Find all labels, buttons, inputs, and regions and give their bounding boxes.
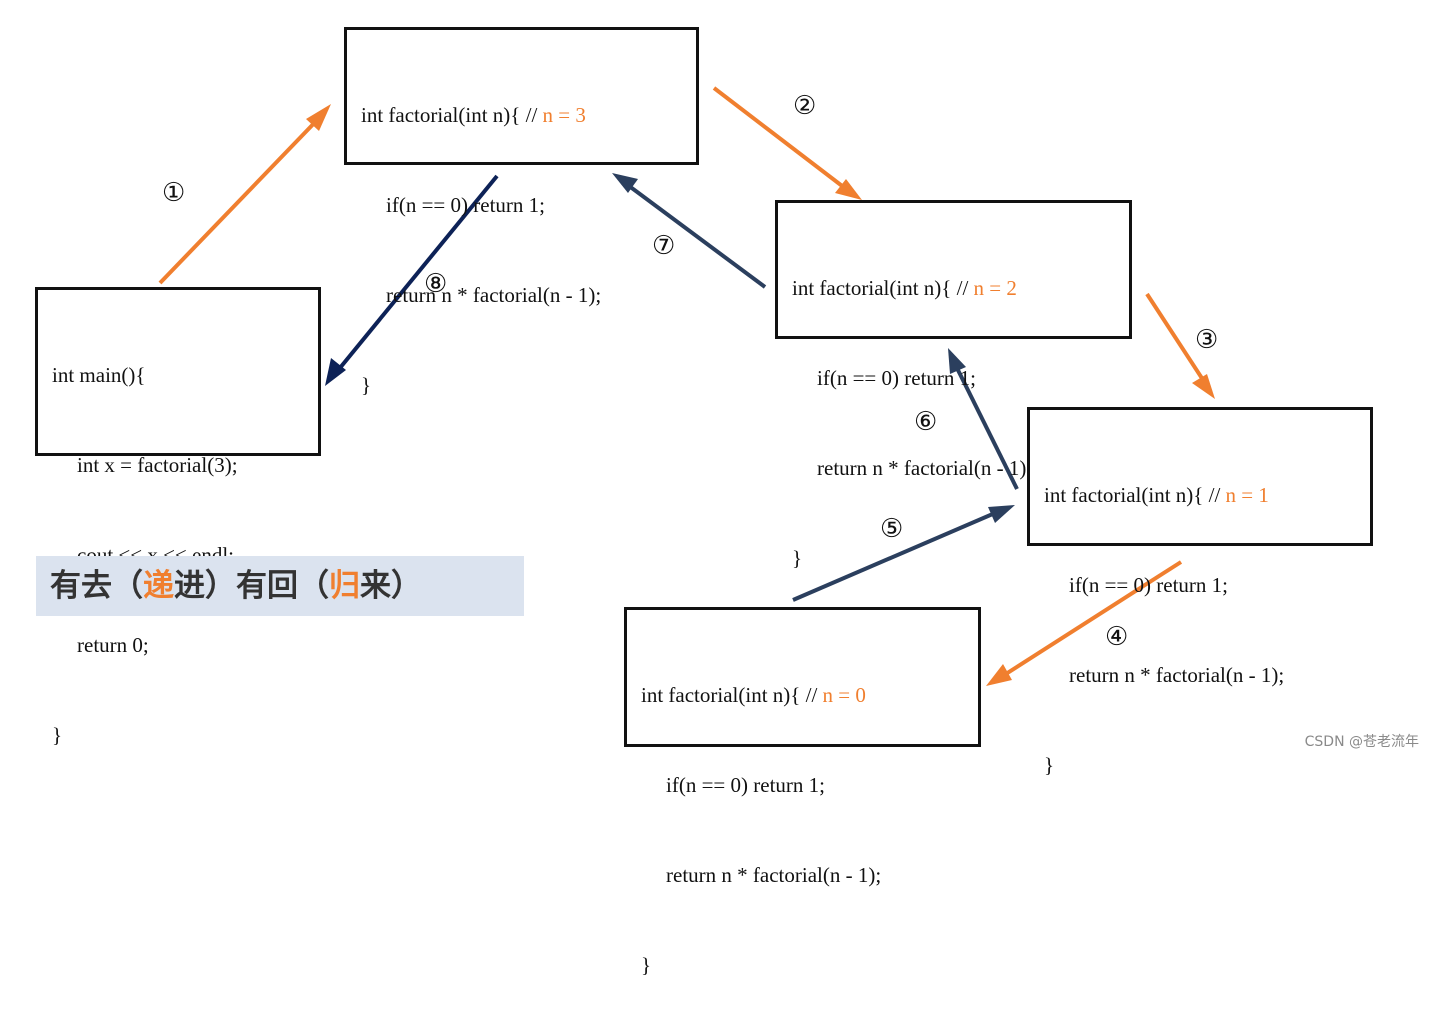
- arrow-step-1: [158, 113, 324, 285]
- frame-signature: int factorial(int n){ //: [1044, 483, 1226, 507]
- caption-part-3: 来）: [360, 568, 422, 604]
- arrowhead-step-3: [1192, 374, 1215, 399]
- step-label-6: ⑥: [914, 407, 938, 437]
- frame-signature: int factorial(int n){ //: [361, 103, 543, 127]
- arrowhead-step-5: [988, 505, 1015, 523]
- frame-recursive-call: return n * factorial(n - 1);: [666, 863, 882, 887]
- main-line-4: return 0;: [77, 633, 149, 657]
- watermark: CSDN @苍老流年: [1304, 734, 1419, 750]
- arrowhead-step-6: [948, 348, 966, 374]
- frame-header: int factorial(int n){ // n = 2: [792, 273, 1115, 303]
- step-label-1: ①: [162, 178, 186, 208]
- factorial-frame-n2: int factorial(int n){ // n = 2 if(n == 0…: [775, 200, 1132, 570]
- main-line-1: int main(){: [52, 363, 146, 387]
- main-line-2: int x = factorial(3);: [77, 453, 238, 477]
- frame-close-brace: }: [361, 373, 372, 397]
- main-function-box: int main(){ int x = factorial(3); cout <…: [35, 287, 321, 747]
- arrow-step-4: [996, 560, 1183, 681]
- caption-highlight-2: 归: [329, 568, 360, 604]
- factorial-frame-n1: int factorial(int n){ // n = 1 if(n == 0…: [1027, 407, 1373, 777]
- arrow-step-2: [712, 86, 852, 194]
- frame-close-brace: }: [1044, 753, 1055, 777]
- step-label-5: ⑤: [880, 514, 904, 544]
- step-label-3: ③: [1195, 325, 1219, 355]
- frame-signature: int factorial(int n){ //: [792, 276, 974, 300]
- caption-highlight-1: 递: [143, 568, 174, 604]
- arrowhead-step-7: [612, 173, 638, 193]
- arrowhead-step-4: [986, 664, 1012, 686]
- factorial-frame-n0: int factorial(int n){ // n = 0 if(n == 0…: [624, 607, 981, 977]
- frame-recursive-call: return n * factorial(n - 1);: [386, 283, 602, 307]
- frame-base-case: if(n == 0) return 1;: [386, 193, 545, 217]
- step-label-7: ⑦: [652, 231, 676, 261]
- caption-part-1: 有去（: [50, 568, 143, 604]
- frame-close-brace: }: [641, 953, 652, 977]
- arrow-step-7: [623, 181, 767, 289]
- frame-signature: int factorial(int n){ //: [641, 683, 823, 707]
- arrow-step-5: [792, 508, 1003, 602]
- step-label-4: ④: [1105, 622, 1129, 652]
- arrow-step-8: [333, 174, 499, 376]
- frame-n-value: n = 2: [973, 276, 1017, 300]
- frame-recursive-call: return n * factorial(n - 1);: [1069, 663, 1285, 687]
- step-label-8: ⑧: [424, 269, 448, 299]
- factorial-frame-n3: int factorial(int n){ // n = 3 if(n == 0…: [344, 27, 699, 397]
- frame-n-value: n = 1: [1225, 483, 1269, 507]
- frame-recursive-call: return n * factorial(n - 1);: [817, 456, 1033, 480]
- arrows-layer: [158, 86, 1215, 686]
- frame-n-value: n = 0: [822, 683, 866, 707]
- recursion-caption: 有去（递进）有回（归来）: [36, 556, 524, 616]
- frame-header: int factorial(int n){ // n = 0: [641, 680, 964, 710]
- arrowhead-step-1: [306, 104, 331, 131]
- frame-header: int factorial(int n){ // n = 1: [1044, 480, 1356, 510]
- frame-close-brace: }: [792, 546, 803, 570]
- caption-part-2: 进）有回（: [174, 568, 329, 604]
- arrow-step-3: [1145, 292, 1209, 388]
- frame-base-case: if(n == 0) return 1;: [666, 773, 825, 797]
- frame-n-value: n = 3: [542, 103, 586, 127]
- step-label-2: ②: [793, 91, 817, 121]
- frame-header: int factorial(int n){ // n = 3: [361, 100, 682, 130]
- arrowhead-step-2: [835, 179, 862, 200]
- arrowhead-step-8: [325, 358, 346, 386]
- frame-base-case: if(n == 0) return 1;: [817, 366, 976, 390]
- arrow-step-6: [952, 361, 1019, 490]
- frame-base-case: if(n == 0) return 1;: [1069, 573, 1228, 597]
- main-line-5: }: [52, 723, 63, 747]
